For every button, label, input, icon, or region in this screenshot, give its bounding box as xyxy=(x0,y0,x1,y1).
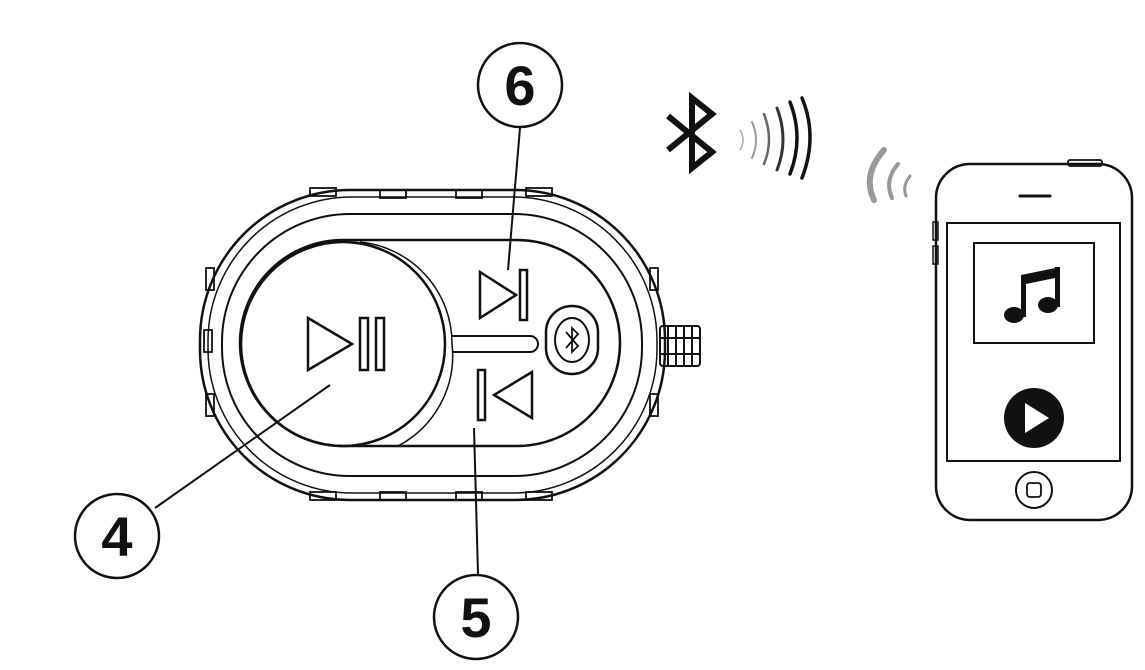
play-pause-button-ring xyxy=(359,241,454,447)
phone-screen xyxy=(946,222,1121,462)
remote-bluetooth-button[interactable] xyxy=(544,304,600,376)
smartphone xyxy=(932,159,1134,522)
button-divider xyxy=(452,335,539,353)
next-track-icon xyxy=(478,268,529,322)
remote-outer-housing xyxy=(198,188,667,502)
callout-5-label: 5 xyxy=(460,586,491,649)
home-button-icon[interactable] xyxy=(1015,471,1053,509)
callout-5 xyxy=(432,427,520,661)
callout-6 xyxy=(476,41,564,271)
play-pause-button[interactable] xyxy=(239,240,447,448)
album-art xyxy=(973,242,1095,344)
phone-signal-waves-icon xyxy=(866,147,912,203)
play-pause-icon xyxy=(306,315,386,373)
remote-control xyxy=(198,187,701,502)
play-button[interactable] xyxy=(1004,388,1064,448)
remote-housing-ridge xyxy=(207,196,658,494)
remote-inner-housing xyxy=(221,213,643,477)
cable-connector xyxy=(659,325,701,367)
play-icon xyxy=(1025,403,1049,433)
callout-6-label: 6 xyxy=(504,54,535,117)
signal-waves-icon xyxy=(739,96,812,180)
housing-tabs xyxy=(203,187,659,501)
music-note-icon xyxy=(1004,267,1060,323)
callout-4-label: 4 xyxy=(101,505,132,568)
callout-4 xyxy=(73,384,331,580)
phone-body xyxy=(934,162,1134,522)
previous-track-icon xyxy=(476,368,534,422)
bluetooth-icon xyxy=(666,91,717,175)
remote-button-panel xyxy=(238,238,622,448)
bluetooth-icon xyxy=(565,325,580,355)
